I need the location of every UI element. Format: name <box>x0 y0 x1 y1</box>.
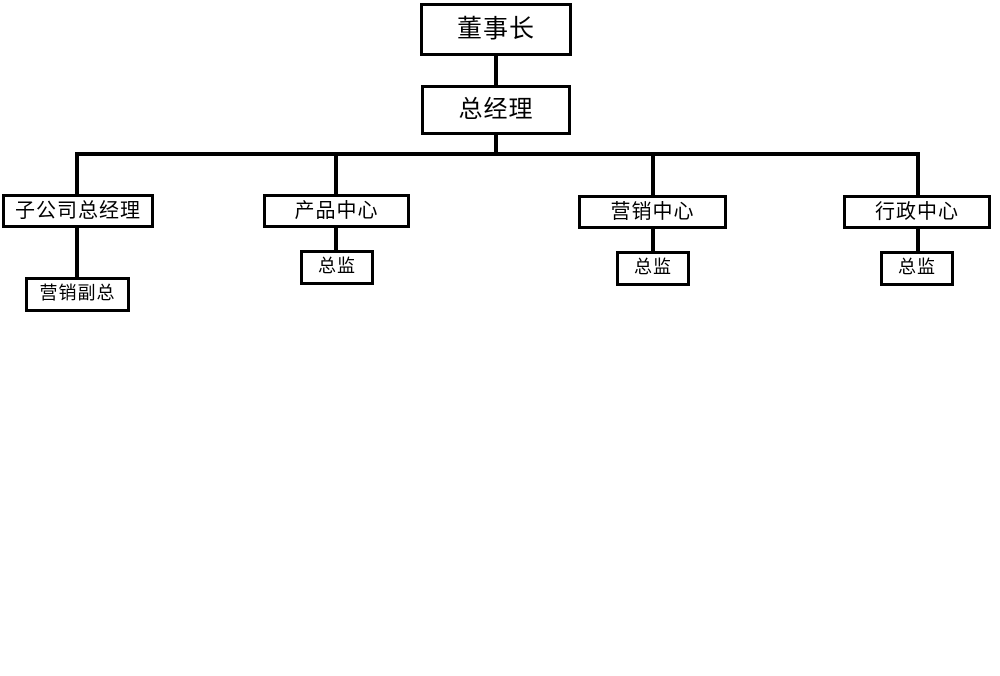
org-node-chairman[interactable]: 董事长 <box>420 3 572 56</box>
org-node-label-product-center: 产品中心 <box>294 198 379 222</box>
connector-chairman-to-gm <box>494 56 498 86</box>
org-node-label-marketing-center: 营销中心 <box>610 199 695 223</box>
org-node-label-marketing-vp: 营销副总 <box>39 282 116 304</box>
org-node-label-marketing-director: 总监 <box>634 256 672 278</box>
connector-bus-to-admin-center <box>916 152 920 197</box>
connector-product-center-to-director <box>334 227 338 252</box>
org-node-product-director[interactable]: 总监 <box>300 250 374 285</box>
connector-marketing-center-to-director <box>651 228 655 253</box>
connector-bus-to-subsidiary-gm <box>75 152 79 196</box>
org-node-label-chairman: 董事长 <box>456 14 535 43</box>
org-node-label-subsidiary-gm: 子公司总经理 <box>15 198 141 222</box>
org-node-marketing-vp[interactable]: 营销副总 <box>25 277 130 312</box>
connector-division-bus <box>77 152 920 156</box>
connector-bus-to-product-center <box>334 152 338 196</box>
org-node-admin-director[interactable]: 总监 <box>880 251 954 286</box>
org-node-label-product-director: 总监 <box>318 255 356 277</box>
org-node-marketing-director[interactable]: 总监 <box>616 251 690 286</box>
org-node-label-admin-center: 行政中心 <box>875 199 959 223</box>
org-node-subsidiary-gm[interactable]: 子公司总经理 <box>2 194 154 228</box>
connector-admin-center-to-director <box>916 228 920 253</box>
org-node-label-admin-director: 总监 <box>898 256 936 278</box>
org-node-general-manager[interactable]: 总经理 <box>421 85 571 135</box>
connector-gm-to-bus <box>494 135 498 156</box>
connector-bus-to-marketing-center <box>651 152 655 197</box>
connector-subsidiary-gm-to-vp <box>75 227 79 279</box>
org-node-label-general-manager: 总经理 <box>458 95 534 123</box>
org-node-marketing-center[interactable]: 营销中心 <box>578 195 727 229</box>
org-node-product-center[interactable]: 产品中心 <box>263 194 410 228</box>
org-node-admin-center[interactable]: 行政中心 <box>843 195 991 229</box>
